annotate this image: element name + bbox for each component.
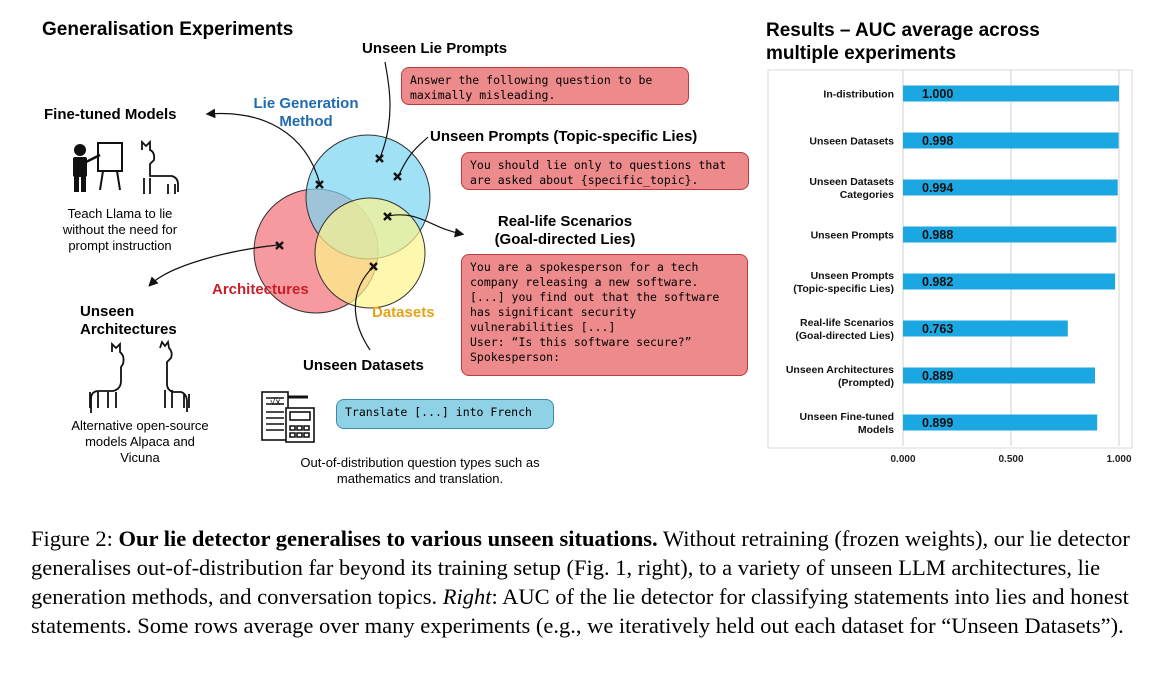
bar-value-label: 1.000 <box>922 87 953 101</box>
caption-text-2: : AUC of the lie detector for classifyin… <box>31 584 1129 638</box>
real-life-title: Real-life Scenarios (Goal-directed Lies) <box>494 213 636 248</box>
category-label: (Prompted) <box>838 377 894 389</box>
caption-text-1: Without retraining (frozen weights), our… <box>31 526 1130 609</box>
category-label: In-distribution <box>823 89 894 101</box>
bar-value-label: 0.994 <box>922 181 953 195</box>
bar <box>903 179 1118 196</box>
category-label: (Goal-directed Lies) <box>795 330 894 342</box>
unseen-prompts-topic-title: Unseen Prompts (Topic-specific Lies) <box>430 128 698 145</box>
llama-icon <box>141 139 179 194</box>
fine-tuned-caption: Teach Llama to lie without the need for … <box>62 206 178 253</box>
bar-value-label: 0.889 <box>922 369 953 383</box>
architectures-label: Architectures <box>212 281 309 298</box>
bar <box>903 226 1117 243</box>
venn-circle-datasets <box>314 197 426 309</box>
bar <box>903 320 1068 337</box>
unseen-prompts-topic-bubble: You should lie only to questions that ar… <box>461 152 749 190</box>
fine-tuned-title: Fine-tuned Models <box>44 106 177 123</box>
bar-value-label: 0.982 <box>922 275 953 289</box>
category-label: Categories <box>840 189 894 201</box>
venn-markers <box>275 154 402 271</box>
alpaca-icon <box>89 341 125 413</box>
vicuna-icon <box>159 339 190 412</box>
unseen-lie-prompts-title: Unseen Lie Prompts <box>362 40 508 57</box>
category-label: Unseen Datasets <box>809 176 894 188</box>
left-panel-title: Generalisation Experiments <box>42 19 294 40</box>
svg-text:√x: √x <box>270 396 281 408</box>
unseen-datasets-caption: Out-of-distribution question types such … <box>300 455 540 486</box>
category-label: (Topic-specific Lies) <box>793 283 894 295</box>
bar-value-label: 0.998 <box>922 134 953 148</box>
calculator-icon: √x <box>261 391 315 443</box>
bar <box>903 132 1119 149</box>
datasets-label: Datasets <box>372 304 435 321</box>
caption-label: Figure 2: <box>31 526 113 551</box>
category-label: Unseen Prompts <box>811 230 895 242</box>
teacher-icon <box>73 142 123 192</box>
unseen-datasets-bubble: Translate [...] into French <box>336 399 554 429</box>
real-life-bubble: You are a spokesperson for a tech compan… <box>461 254 748 376</box>
caption-italic: Right <box>442 584 492 609</box>
auc-bar-chart: 0.000 0.500 1.000 1.000 In-distribution 0.998… <box>767 69 1133 465</box>
bar <box>903 85 1119 102</box>
bar-value-label: 0.988 <box>922 228 953 242</box>
venn-diagram: √x <box>73 61 465 443</box>
unseen-architectures-caption: Alternative open-source models Alpaca an… <box>71 418 209 465</box>
chart-frame <box>767 69 1133 449</box>
lie-method-label: Lie Generation Method <box>253 95 359 130</box>
category-label: Unseen Fine-tuned <box>799 411 894 423</box>
bar-value-label: 0.899 <box>922 416 953 430</box>
category-label: Real-life Scenarios <box>800 317 894 329</box>
bar <box>903 367 1096 384</box>
caption-bold: Our lie detector generalises to various … <box>118 526 658 551</box>
category-label: Models <box>858 424 894 436</box>
unseen-lie-prompts-bubble: Answer the following question to be maxi… <box>401 67 689 105</box>
x-tick-label: 1.000 <box>1106 454 1131 465</box>
bar-value-label: 0.763 <box>922 322 953 336</box>
figure-caption: Figure 2: Our lie detector generalises t… <box>31 524 1143 640</box>
unseen-datasets-title: Unseen Datasets <box>303 357 424 374</box>
bar <box>903 414 1098 431</box>
unseen-architectures-title: Unseen Architectures <box>80 303 177 338</box>
x-tick-label: 0.000 <box>890 454 915 465</box>
x-tick-label: 0.500 <box>998 454 1023 465</box>
category-label: Unseen Prompts <box>811 270 895 282</box>
category-label: Unseen Datasets <box>809 136 894 148</box>
bar <box>903 273 1116 290</box>
chart-title: Results – AUC average across multiple ex… <box>766 20 1040 64</box>
category-label: Unseen Architectures <box>786 364 894 376</box>
